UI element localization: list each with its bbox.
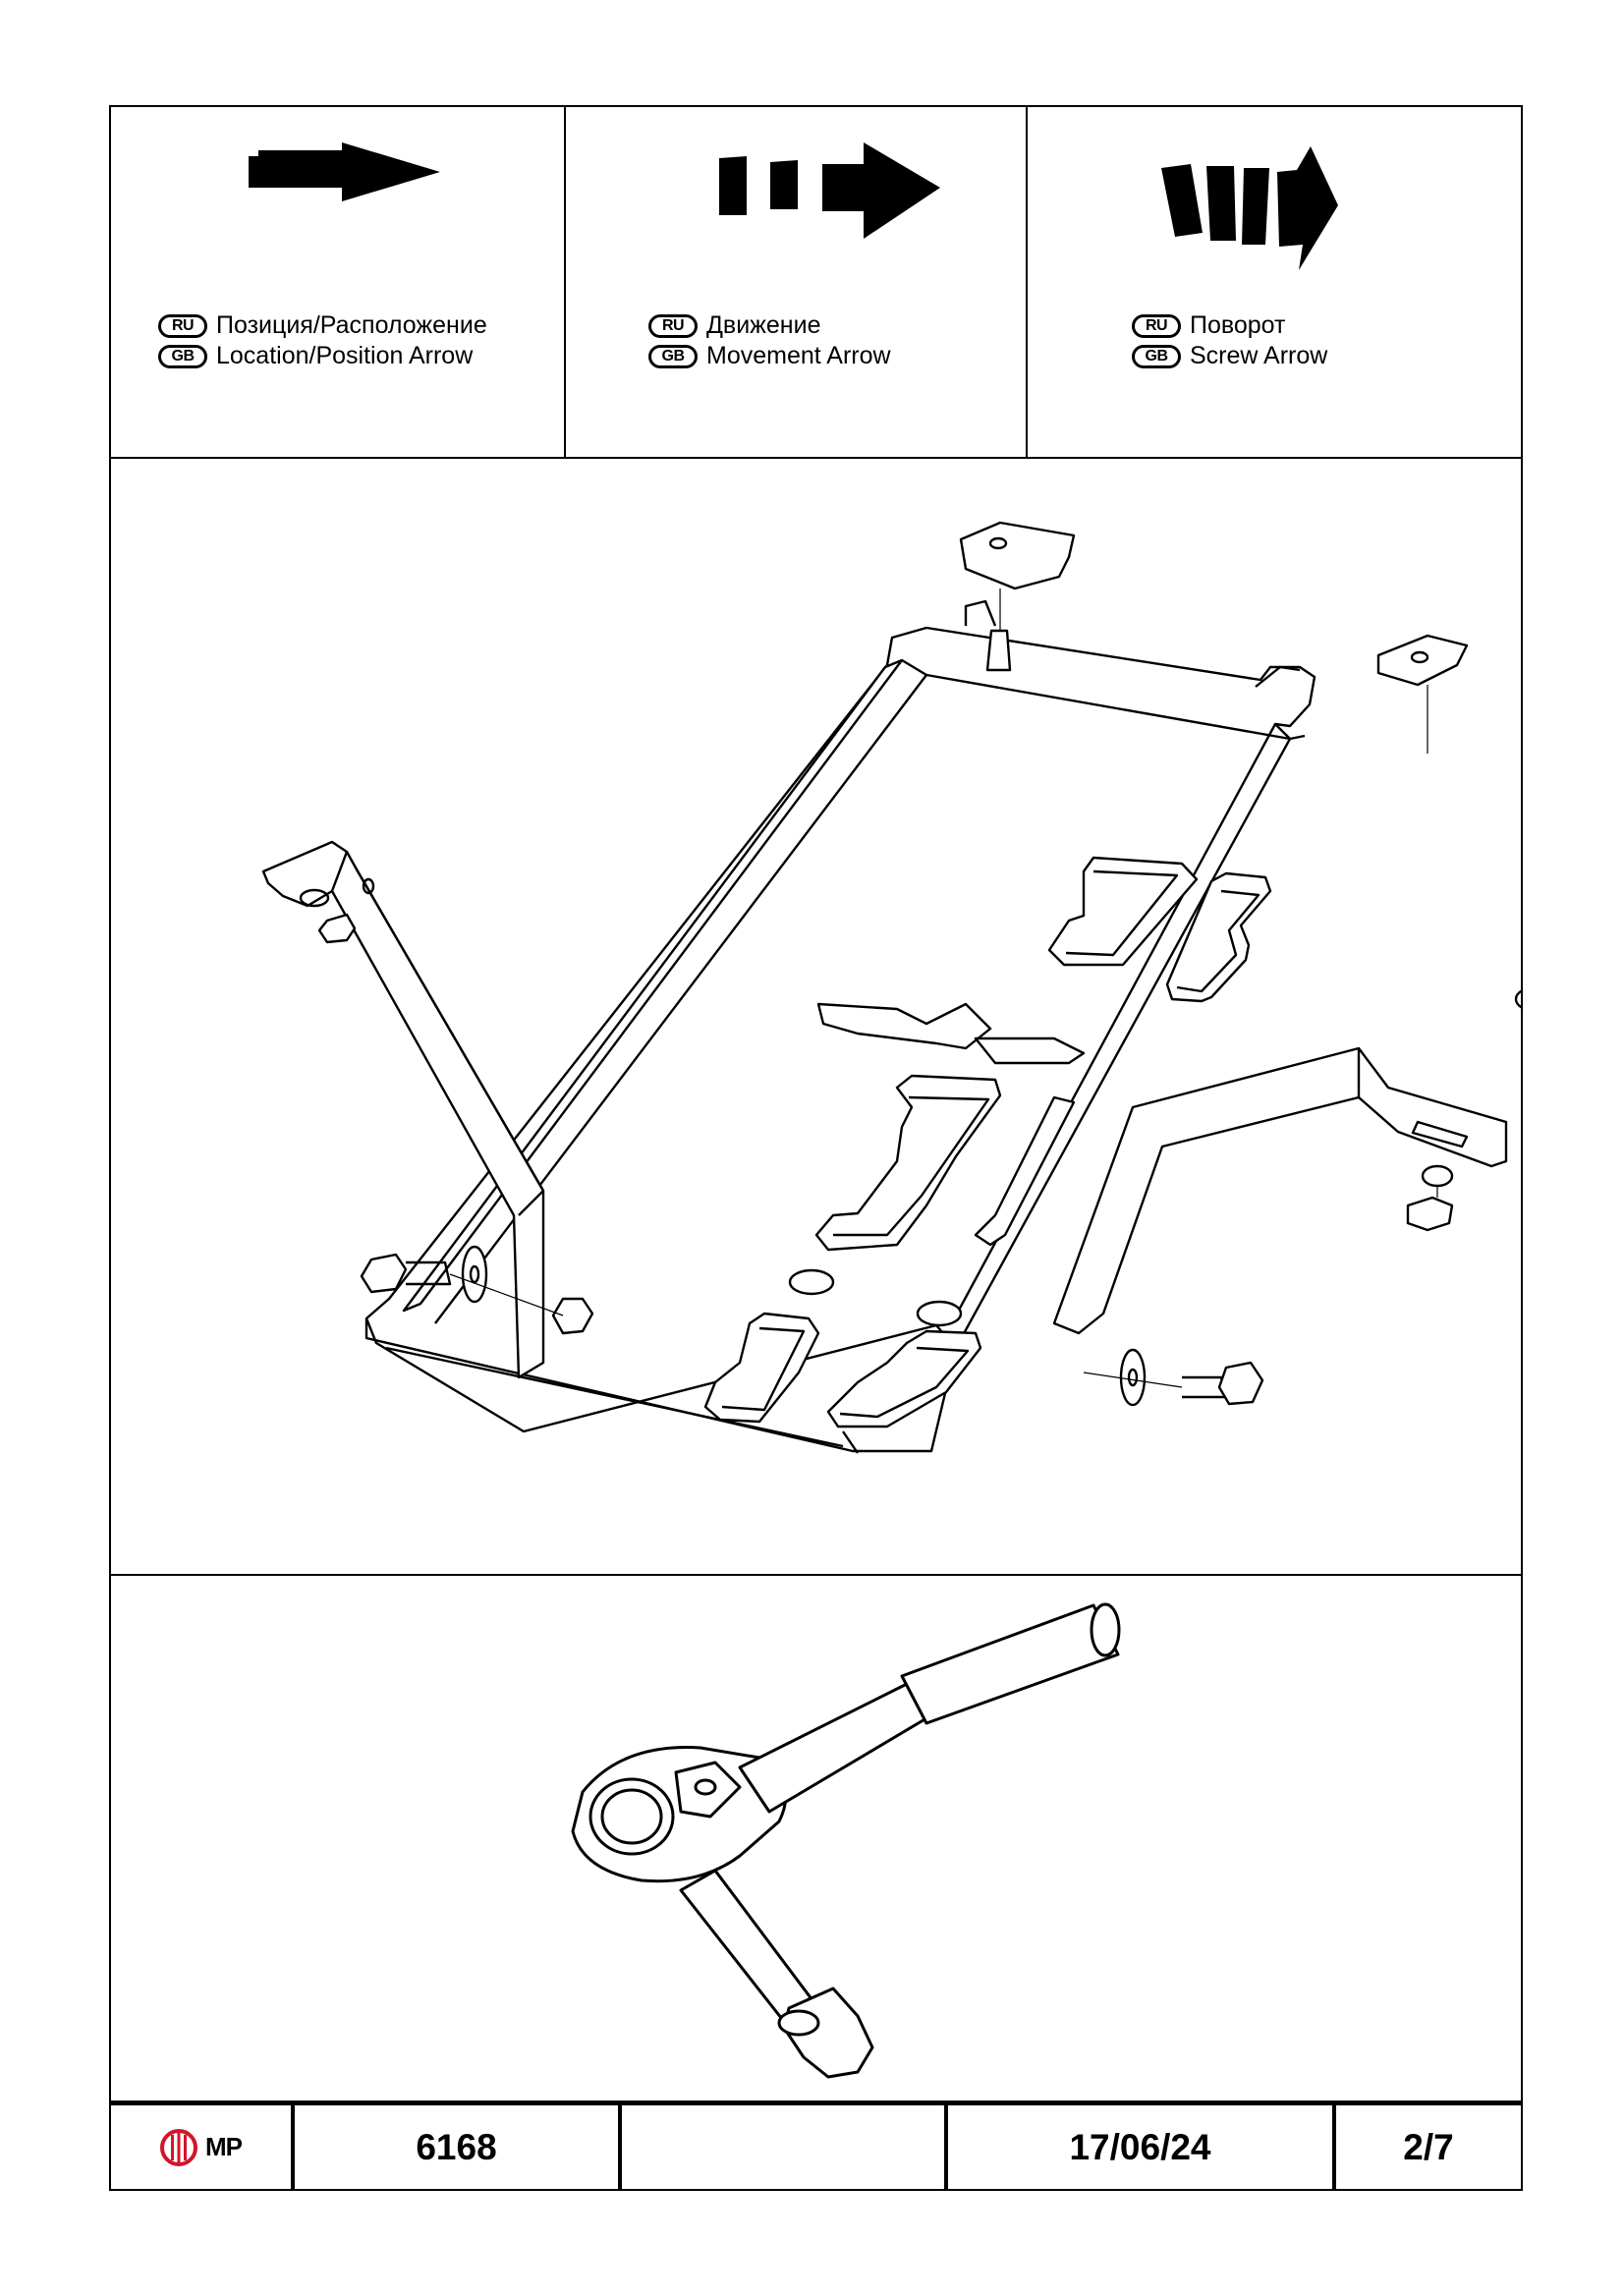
logo-text: MP (205, 2132, 243, 2161)
legend-screw: RU Поворот GB Screw Arrow (1028, 107, 1523, 457)
page-frame: RU Позиция/Расположение GB Location/Positi… (109, 105, 1575, 2191)
ru-badge: RU (648, 313, 698, 338)
skid-plate-assembly-drawing (261, 521, 1575, 1454)
logo-mark-icon (160, 2128, 197, 2166)
location-arrow-icon (249, 142, 440, 201)
blank-cell (622, 2105, 948, 2189)
legend-movement-gb: Movement Arrow (706, 342, 891, 369)
gb-badge: GB (158, 344, 207, 368)
revision-date: 17/06/24 (948, 2105, 1336, 2189)
title-block: MP 6168 17/06/24 2/7 (111, 2100, 1521, 2189)
gb-badge: GB (648, 344, 698, 368)
company-logo: MP (160, 2125, 243, 2170)
tools-section (111, 1576, 1521, 2106)
gb-badge: GB (1132, 344, 1181, 368)
legend-location-text: RU Позиция/Расположение GB Location/Positi… (158, 310, 487, 371)
page-number: 2/7 (1403, 2126, 1454, 2167)
legend-movement-ru: Движение (706, 311, 821, 339)
ru-badge: RU (1132, 313, 1181, 338)
legend-screw-gb: Screw Arrow (1190, 342, 1328, 369)
legend-movement-text: RU Движение GB Movement Arrow (648, 310, 891, 371)
legend-location-ru: Позиция/Расположение (216, 311, 487, 339)
legend-screw-ru: Поворот (1190, 311, 1286, 339)
movement-arrow-icon (719, 142, 940, 239)
part-number: 6168 (295, 2105, 622, 2189)
ru-badge: RU (158, 313, 207, 338)
ratchet-wrench-icon (571, 1602, 1121, 2079)
company-logo-cell: MP (111, 2105, 295, 2189)
screw-arrow-icon (1161, 146, 1338, 270)
legend-screw-text: RU Поворот GB Screw Arrow (1132, 310, 1327, 371)
arrow-legend: RU Позиция/Расположение GB Location/Positi… (111, 107, 1521, 459)
legend-location-gb: Location/Position Arrow (216, 342, 474, 369)
assembly-drawing (111, 459, 1575, 1576)
legend-movement: RU Движение GB Movement Arrow (566, 107, 1028, 457)
legend-location: RU Позиция/Расположение GB Location/Positi… (111, 107, 566, 457)
